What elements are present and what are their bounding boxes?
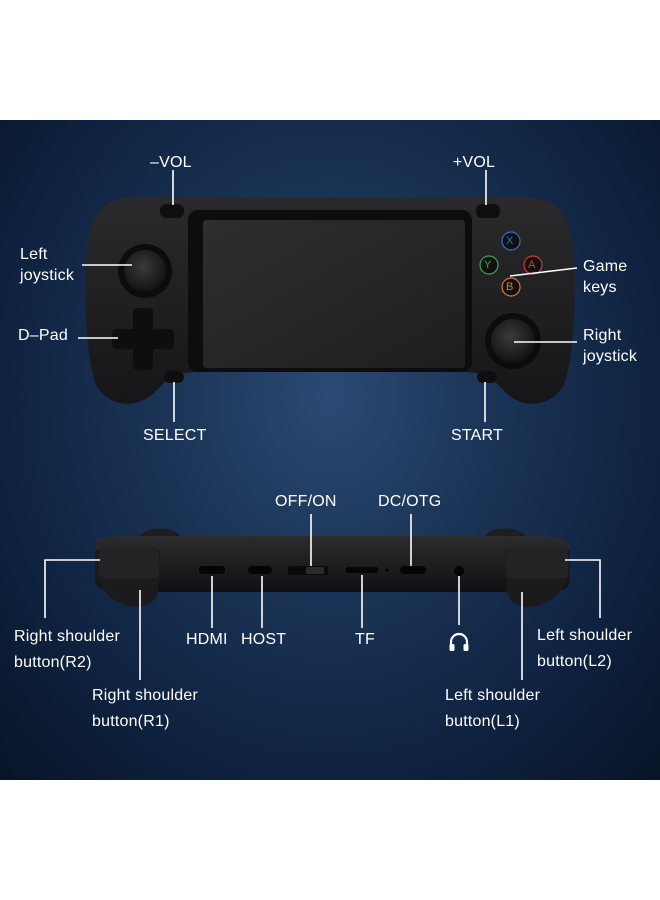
label-left-shoulder-l1: Left shoulder button(L1) — [445, 687, 541, 730]
label-left-joystick: Left joystick — [20, 246, 75, 284]
label-start: START — [451, 427, 503, 444]
host-port — [248, 566, 272, 574]
label-minus-vol: –VOL — [150, 154, 192, 171]
game-keys — [479, 231, 543, 297]
device-top-edge — [95, 536, 570, 592]
label-dc-otg: DC/OTG — [378, 493, 442, 510]
label-tf: TF — [355, 631, 375, 648]
plus-vol-button — [476, 204, 500, 218]
tf-slot — [346, 567, 378, 573]
screen — [203, 220, 465, 368]
face-button-a-letter: A — [528, 259, 536, 271]
handheld-front-view — [85, 197, 575, 607]
dc-otg-port — [400, 566, 426, 574]
audio-jack — [454, 566, 464, 576]
hdmi-port — [199, 566, 225, 574]
label-hdmi: HDMI — [186, 631, 228, 648]
leader-lines — [44, 170, 601, 680]
select-button — [164, 371, 184, 383]
face-button-x-letter: X — [506, 235, 514, 247]
label-off-on: OFF/ON — [275, 493, 337, 510]
label-dpad: D–Pad — [18, 327, 68, 344]
label-host: HOST — [241, 631, 287, 648]
face-button-y-letter: Y — [484, 259, 492, 271]
label-select: SELECT — [143, 427, 207, 444]
label-right-joystick: Right joystick — [583, 327, 638, 365]
start-button — [477, 371, 497, 383]
headphone-icon — [449, 632, 469, 651]
label-right-shoulder-r1: Right shoulder button(R1) — [92, 687, 198, 730]
product-panel: X Y A B –VOL +VOL Left joystick Game key… — [0, 120, 660, 780]
label-game-keys: Game keys — [583, 258, 628, 296]
face-button-b-letter: B — [506, 281, 514, 293]
label-plus-vol: +VOL — [453, 154, 496, 171]
label-right-shoulder-r2: Right shoulder button(R2) — [14, 628, 120, 671]
dpad — [112, 308, 174, 370]
minus-vol-button — [160, 204, 184, 218]
label-left-shoulder-l2: Left shoulder button(L2) — [537, 627, 633, 670]
